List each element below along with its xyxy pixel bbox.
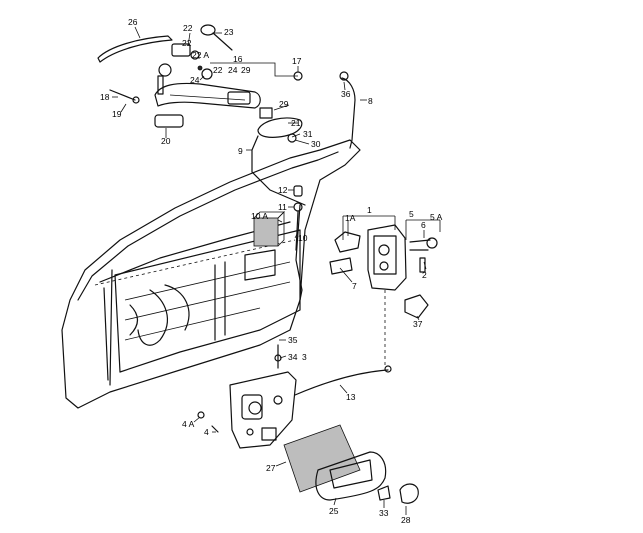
label-1: 1 xyxy=(367,205,372,215)
label-21: 21 xyxy=(291,118,301,128)
label-17: 17 xyxy=(292,56,302,66)
door-lock-assembly xyxy=(329,224,438,365)
label-28: 28 xyxy=(401,515,411,525)
lock-cylinder-group xyxy=(157,24,233,95)
label-20: 20 xyxy=(161,136,171,146)
label-9: 9 xyxy=(238,146,243,156)
label-22: 22 xyxy=(183,23,193,33)
foam-pad xyxy=(283,424,361,493)
label-26: 26 xyxy=(128,17,138,27)
label-35: 35 xyxy=(288,335,298,345)
label-29a: 29 xyxy=(241,65,251,75)
label-22-A: 22 A xyxy=(192,50,209,60)
outer-door-handle xyxy=(109,82,261,128)
label-23: 23 xyxy=(224,27,234,37)
leader-lines xyxy=(112,26,441,515)
label-19: 19 xyxy=(112,109,122,119)
part-labels: 26 22 23 22 22 A 16 22 24 29 24 17 36 8 … xyxy=(100,17,443,525)
label-6: 6 xyxy=(421,220,426,230)
label-33: 33 xyxy=(379,508,389,518)
label-24a: 24 xyxy=(228,65,238,75)
label-7: 7 xyxy=(352,281,357,291)
label-31: 31 xyxy=(303,129,313,139)
door-panel xyxy=(61,139,361,409)
label-2: 2 xyxy=(422,270,427,280)
label-25: 25 xyxy=(329,506,339,516)
label-11: 11 xyxy=(278,202,287,212)
label-22-b: 22 xyxy=(213,65,223,75)
label-13: 13 xyxy=(346,392,356,402)
label-5A: 5 A xyxy=(430,212,443,222)
label-10: 10 xyxy=(298,233,308,243)
label-1A: 1A xyxy=(345,213,356,223)
lock-knob-parts xyxy=(253,185,303,251)
remote-rod xyxy=(294,365,392,396)
label-8: 8 xyxy=(368,96,373,106)
inner-door-handle xyxy=(315,451,419,504)
label-36: 36 xyxy=(341,89,351,99)
label-5: 5 xyxy=(409,209,414,219)
label-27: 27 xyxy=(266,463,276,473)
label-16: 16 xyxy=(233,54,243,64)
label-22a: 22 xyxy=(182,38,192,48)
control-rods xyxy=(251,71,356,301)
label-4: 4 xyxy=(204,427,209,437)
label-37: 37 xyxy=(413,319,423,329)
label-3: 3 xyxy=(302,352,307,362)
label-18: 18 xyxy=(100,92,110,102)
label-30: 30 xyxy=(311,139,321,149)
label-34: 34 xyxy=(288,352,298,362)
label-24b: 24 xyxy=(190,75,200,85)
label-29: 29 xyxy=(279,99,289,109)
label-12: 12 xyxy=(278,185,288,195)
remote-control-housing xyxy=(197,344,297,449)
handle-trim xyxy=(257,71,303,143)
weather-strip xyxy=(97,35,173,63)
label-4A: 4 A xyxy=(182,419,195,429)
label-10A: 10 A xyxy=(251,211,268,221)
